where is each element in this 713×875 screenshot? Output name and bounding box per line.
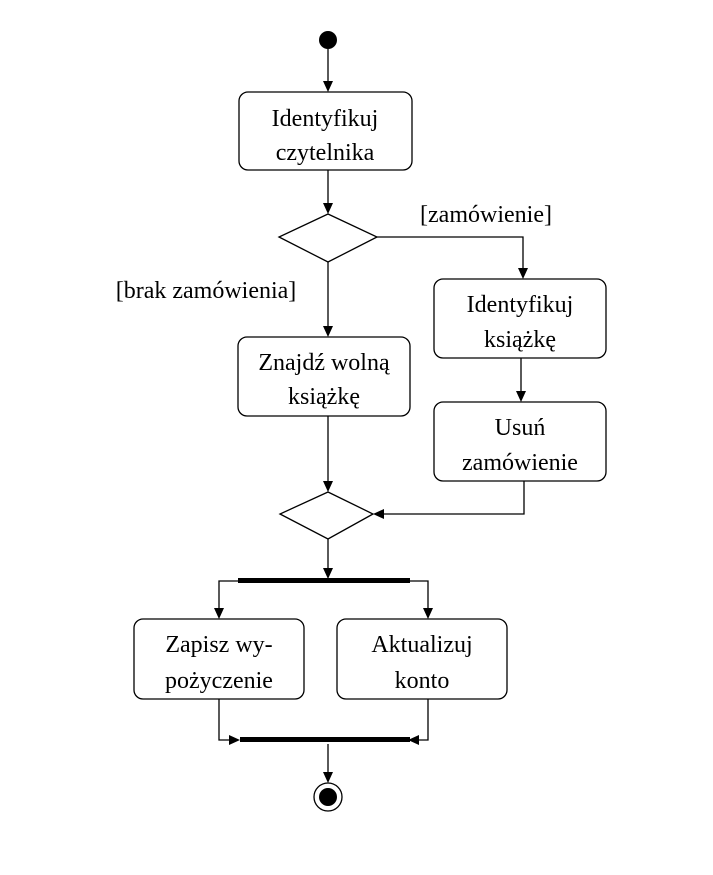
arrowhead <box>229 735 240 745</box>
action-box <box>336 618 508 700</box>
edge-fork-to-record-loan <box>218 580 238 611</box>
arrowhead <box>214 608 224 619</box>
arrowheads <box>214 81 528 783</box>
initial-node <box>319 31 337 49</box>
edge-update-account-to-join <box>417 699 429 741</box>
action-label-line1: Identyfikuj <box>467 292 574 318</box>
action-label-line2: zamówienie <box>462 450 578 476</box>
action-label-line1: Zapisz wy- <box>165 632 272 658</box>
action-box <box>433 401 607 482</box>
edge-fork-to-update-account <box>410 580 429 611</box>
action-box <box>433 278 607 359</box>
action-box <box>237 336 411 417</box>
arrowhead <box>518 268 528 279</box>
arrowhead <box>323 772 333 783</box>
action-find-free-book: Znajdź wolną książkę <box>237 336 411 417</box>
arrowhead <box>323 203 333 214</box>
action-label-line1: Usuń <box>495 415 546 441</box>
action-label-line2: książkę <box>484 327 556 353</box>
arrowhead <box>408 735 419 745</box>
edge-remove-reservation-to-merge <box>383 481 525 515</box>
action-label-line2: czytelnika <box>276 140 375 166</box>
action-box <box>133 618 305 700</box>
join-bar <box>240 737 410 742</box>
arrowhead <box>323 81 333 92</box>
edge-record-loan-to-join <box>218 699 231 741</box>
merge-node <box>278 491 375 540</box>
action-identify-reader: Identyfikuj czytelnika <box>238 91 413 171</box>
action-label-line1: Znajdź wolną <box>258 350 390 376</box>
action-label-line2: książkę <box>288 384 360 410</box>
action-label-line2: pożyczenie <box>165 668 273 694</box>
guard-no-reservation: [brak zamówienia] <box>116 278 297 304</box>
action-remove-reservation: Usuń zamówienie <box>433 401 607 482</box>
final-node-inner-dot <box>319 788 337 806</box>
flow-edges <box>218 49 525 775</box>
action-record-loan: Zapisz wy- pożyczenie <box>133 618 305 700</box>
arrowhead <box>323 481 333 492</box>
guard-reservation: [zamówienie] <box>420 202 552 228</box>
arrowhead <box>373 509 384 519</box>
action-label-line1: Aktualizuj <box>371 632 472 658</box>
edge-decision-to-identify-book <box>377 236 524 271</box>
action-box <box>238 91 413 171</box>
action-label-line1: Identyfikuj <box>272 106 379 132</box>
arrowhead <box>516 391 526 402</box>
arrowhead <box>323 568 333 579</box>
action-label-line2: konto <box>395 668 450 694</box>
action-update-account: Aktualizuj konto <box>336 618 508 700</box>
action-identify-book: Identyfikuj książkę <box>433 278 607 359</box>
arrowhead <box>323 326 333 337</box>
fork-bar <box>238 578 410 583</box>
final-node <box>313 782 343 812</box>
arrowhead <box>423 608 433 619</box>
decision-node <box>277 213 379 263</box>
